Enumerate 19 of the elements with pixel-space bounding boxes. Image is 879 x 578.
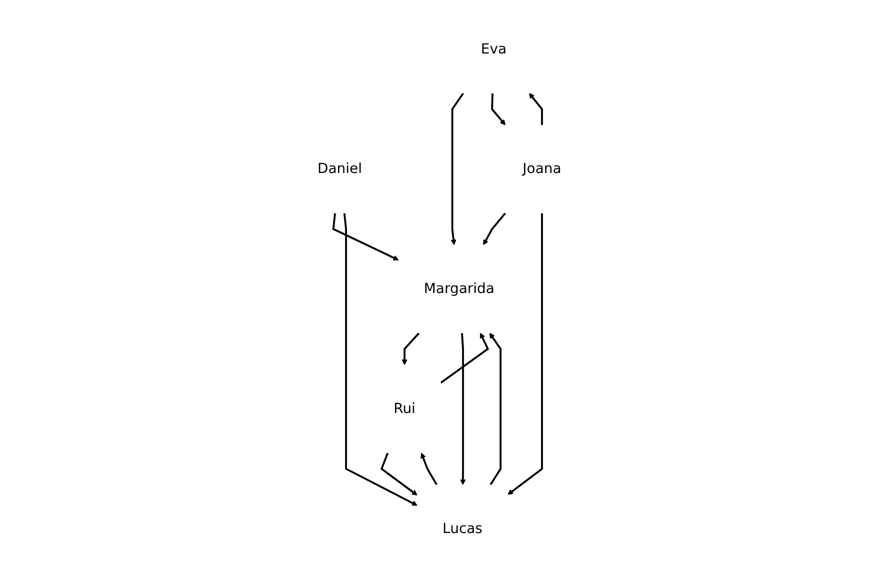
arrow [508, 213, 544, 495]
arrow [440, 332, 490, 384]
arrow [344, 213, 418, 506]
node-text: Rui [394, 400, 416, 417]
arrow [402, 332, 420, 366]
node-text: Margarida [424, 281, 495, 297]
arrow [420, 452, 438, 486]
node-text: Joana [522, 161, 562, 178]
arrow [380, 452, 418, 496]
arrow [529, 93, 544, 125]
arrow [489, 332, 502, 486]
node-text: Lucas [442, 520, 483, 537]
arrow [483, 212, 506, 246]
node-text: Eva [481, 41, 507, 58]
node-text: Daniel [318, 161, 362, 178]
arrow [460, 333, 466, 485]
arrow [491, 93, 506, 126]
arrow [450, 92, 464, 246]
arrow [332, 213, 399, 260]
